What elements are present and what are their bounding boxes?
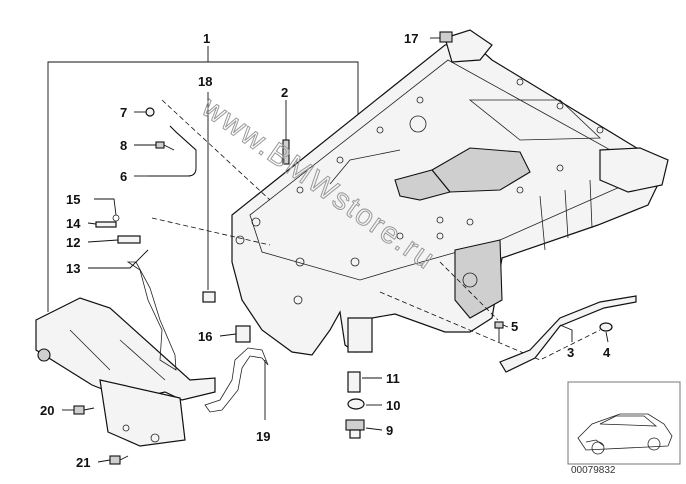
reference-number: 00079832 [571,465,616,476]
leader-lines [62,37,609,463]
part-14-pin [95,221,117,228]
gasket [126,261,177,371]
guide-line-dipstick [151,217,271,246]
part-3-bracket [499,295,637,373]
callout-1: 1 [203,31,210,46]
callout-14: 14 [66,216,81,231]
callout-1-bracket [47,61,359,312]
part-15-clip [112,214,120,222]
part-8-bolt [155,141,175,151]
part-11-sleeve [347,371,361,393]
callout-10: 10 [386,398,400,413]
part-9-drain-plug [345,419,365,439]
callout-18: 18 [198,74,212,89]
callout-19: 19 [256,429,270,444]
part-10-seal-ring [347,398,365,410]
callout-17: 17 [404,31,418,46]
part-20-bolt [73,405,95,415]
part-12-sleeve [117,235,141,244]
callout-15: 15 [66,192,80,207]
guide-line-bracket [379,291,601,361]
callout-21: 21 [76,455,90,470]
callout-13: 13 [66,261,80,276]
part-18-sleeve [202,291,216,303]
part-16-sleeve [235,325,251,343]
part-7 [145,107,155,117]
guide-line-bolt [439,261,499,321]
callout-9: 9 [386,423,393,438]
front-cover [35,297,216,447]
callout-6: 6 [120,169,127,184]
dipstick-tube-inner [148,125,197,177]
callout-20: 20 [40,403,54,418]
part-5-bolt [494,321,504,342]
callout-labels: 1 2 3 4 5 6 7 8 9 10 11 12 13 14 15 16 1… [40,31,611,470]
part-4-washer [599,322,613,332]
callout-7: 7 [120,105,127,120]
callout-5: 5 [511,319,518,334]
part-17-plug [439,31,453,43]
callout-8: 8 [120,138,127,153]
callout-2: 2 [281,85,288,100]
callout-11: 11 [386,371,400,386]
callout-3: 3 [567,345,574,360]
part-21-bolt [109,455,129,465]
vehicle-thumbnail [567,381,681,465]
callout-4: 4 [603,345,611,360]
dipstick-tube [148,125,197,177]
oil-pan [231,29,669,356]
callout-16: 16 [198,329,212,344]
callout-12: 12 [66,235,80,250]
guide-line-upper [161,99,271,201]
